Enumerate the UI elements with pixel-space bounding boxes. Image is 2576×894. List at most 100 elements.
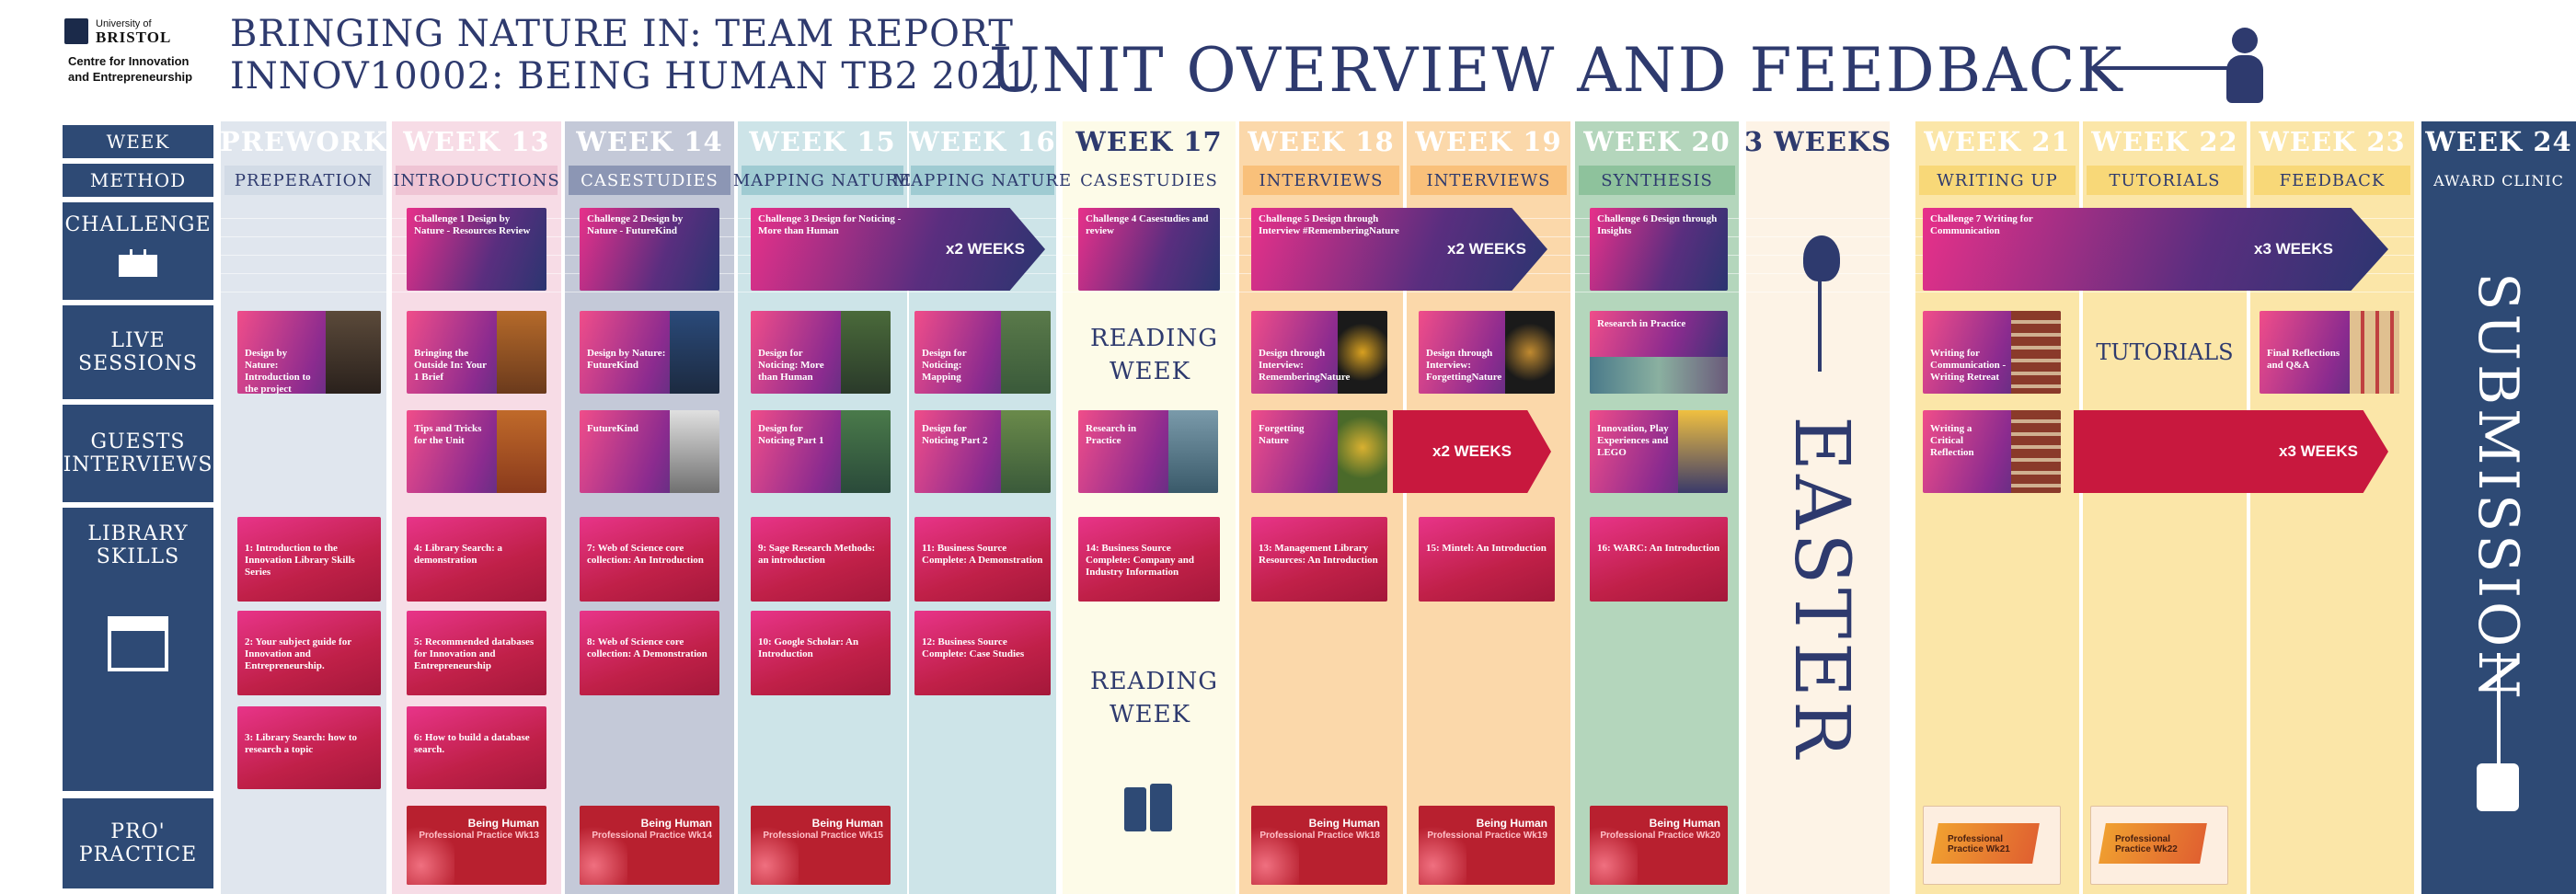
guest-week19-arrow: x2 WEEKS [1393,410,1551,493]
logo-centre-text: Centre for Innovation and Entrepreneursh… [68,54,193,84]
easter-label: EASTER [1777,416,1866,762]
archive-box-icon [108,616,168,671]
week-header-24: WEEK 24 [2425,126,2572,157]
live-session-week13[interactable]: Bringing the Outside In: Your 1 Brief [407,311,546,394]
week-header-13: WEEK 13 [403,126,550,157]
guest-week14[interactable]: FutureKind [580,410,719,493]
library-card-5[interactable]: 5: Recommended databases for Innovation … [407,611,546,695]
live-session-prework[interactable]: Design by Nature: Introduction to the pr… [237,311,381,394]
guest-week17[interactable]: Research in Practice [1078,410,1218,493]
library-card-13[interactable]: 13: Management Library Resources: An Int… [1251,517,1387,602]
challenge-card-2[interactable]: Challenge 2 Design by Nature - FutureKin… [580,208,719,291]
challenge-card-1[interactable]: Challenge 1 Design by Nature - Resources… [407,208,546,291]
library-card-6[interactable]: 6: How to build a database search. [407,706,546,789]
page-title: UNIT OVERVIEW AND FEEDBACK [989,35,2124,106]
week-header-14: WEEK 14 [576,126,723,157]
challenge-card-6[interactable]: Challenge 6 Design through Insights [1590,208,1728,291]
week-header-17: WEEK 17 [1075,126,1223,157]
live-session-week23[interactable]: Final Reflections and Q&A [2260,311,2399,394]
library-card-12[interactable]: 12: Business Source Complete: Case Studi… [914,611,1051,695]
university-logo: University of BRISTOL Centre for Innovat… [64,17,221,99]
method-week17: CASESTUDIES [1080,170,1218,190]
challenge-card-7[interactable]: Challenge 7 Writing for Communication x3… [1923,208,2388,291]
guest-week18[interactable]: Forgetting Nature [1251,410,1387,493]
guest-week16[interactable]: Design for Noticing Part 2 [914,410,1051,493]
reading-week-label: READING WEEK [1090,325,1218,385]
method-week22: TUTORIALS [2087,166,2243,195]
row-label-live-sessions: LIVE SESSIONS [63,305,213,399]
guest-week22-arrow: x3 WEEKS [2074,410,2388,493]
guest-week21[interactable]: Writing a Critical Reflection [1923,410,2061,493]
library-card-8[interactable]: 8: Web of Science core collection: A Dem… [580,611,719,695]
timeline-line [2088,66,2240,70]
person-icon [2232,28,2258,53]
method-week13: INTRODUCTIONS [393,166,559,195]
week-header-prework: PREWORK [219,126,388,157]
week-header-easter: 3 WEEKS [1743,126,1892,157]
live-session-week19[interactable]: Design through Interview: ForgettingNatu… [1419,311,1555,394]
pro-practice-week21[interactable]: Professional Practice Wk21 [1923,806,2061,885]
row-label-library: LIBRARY SKILLS [63,508,213,791]
challenge-card-5[interactable]: Challenge 5 Design through Interview #Re… [1251,208,1547,291]
live-session-week15[interactable]: Design for Noticing: More than Human [751,311,891,394]
report-title: BRINGING NATURE IN: TEAM REPORT [230,13,1014,55]
easter-line [1818,280,1822,372]
submission-label: SUBMISSION [2466,272,2530,703]
library-card-3[interactable]: 3: Library Search: how to research a top… [237,706,381,789]
unit-title: INNOV10002: BEING HUMAN TB2 2021, [230,55,1042,97]
method-week14: CASESTUDIES [569,166,730,195]
submission-line [2497,653,2501,763]
live-session-week21[interactable]: Writing for Communication - Writing Retr… [1923,311,2061,394]
live-session-week16[interactable]: Design for Noticing: Mapping [914,311,1051,394]
books-icon [1124,784,1176,831]
library-card-9[interactable]: 9: Sage Research Methods: an introductio… [751,517,891,602]
pro-practice-week22[interactable]: Professional Practice Wk22 [2090,806,2228,885]
method-week18: INTERVIEWS [1243,166,1399,195]
row-label-week: WEEK [63,125,213,158]
library-card-1[interactable]: 1: Introduction to the Innovation Librar… [237,517,381,602]
library-card-4[interactable]: 4: Library Search: a demonstration [407,517,546,602]
guest-week15[interactable]: Design for Noticing Part 1 [751,410,891,493]
week-header-23: WEEK 23 [2259,126,2406,157]
method-week15: MAPPING NATURE [733,166,911,195]
row-label-challenge: CHALLENGE [63,202,213,300]
live-session-week18[interactable]: Design through Interview: RememberingNat… [1251,311,1387,394]
method-week24: AWARD CLINIC [2433,171,2564,189]
logo-university-text: University of [96,18,152,29]
library-card-11[interactable]: 11: Business Source Complete: A Demonstr… [914,517,1051,602]
library-card-14[interactable]: 14: Business Source Complete: Company an… [1078,517,1220,602]
week-header-20: WEEK 20 [1583,126,1731,157]
reading-week-label-2: READING WEEK [1090,668,1218,728]
live-session-week14[interactable]: Design by Nature: FutureKind [580,311,719,394]
library-card-16[interactable]: 16: WARC: An Introduction [1590,517,1728,602]
live-session-week20[interactable]: Research in Practice [1590,311,1728,394]
method-week19: INTERVIEWS [1410,166,1567,195]
library-card-15[interactable]: 15: Mintel: An Introduction [1419,517,1555,602]
method-week21: WRITING UP [1919,166,2076,195]
week-header-21: WEEK 21 [1924,126,2071,157]
week-header-19: WEEK 19 [1415,126,1562,157]
pinata-icon [2477,763,2519,811]
row-label-pro-practice: PRO' PRACTICE [63,798,213,888]
library-card-10[interactable]: 10: Google Scholar: An Introduction [751,611,891,695]
week-header-18: WEEK 18 [1248,126,1395,157]
library-card-7[interactable]: 7: Web of Science core collection: An In… [580,517,719,602]
rabbit-icon [1803,235,1840,281]
guest-week13[interactable]: Tips and Tricks for the Unit [407,410,546,493]
method-week23: FEEDBACK [2254,166,2410,195]
challenge-card-3[interactable]: Challenge 3 Design for Noticing - More t… [751,208,1045,291]
method-week20: SYNTHESIS [1579,166,1735,195]
tutorials-label: TUTORIALS [2096,339,2234,365]
week-header-15: WEEK 15 [749,126,896,157]
guest-week20[interactable]: Innovation, Play Experiences and LEGO [1590,410,1728,493]
challenge-card-4[interactable]: Challenge 4 Casestudies and review [1078,208,1220,291]
method-week16: MAPPING NATURE [893,166,1071,195]
row-label-method: METHOD [63,164,213,197]
library-card-2[interactable]: 2: Your subject guide for Innovation and… [237,611,381,695]
